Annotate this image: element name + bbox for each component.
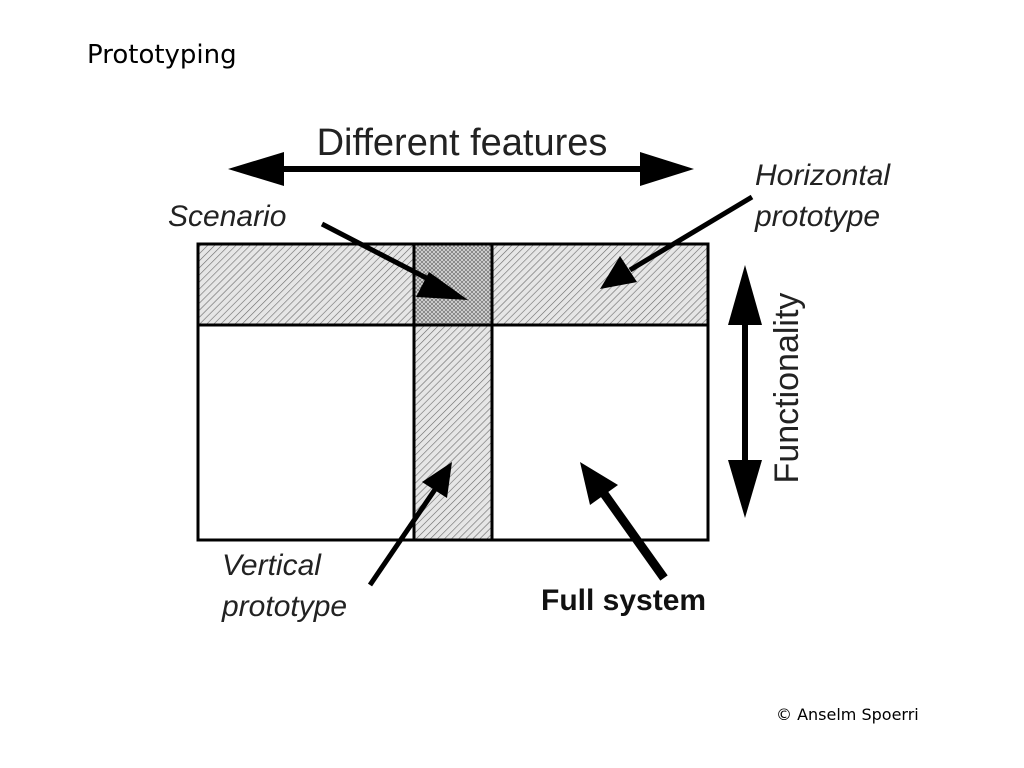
scenario-arrow: [320, 221, 468, 300]
vertical-prototype-label-line2: prototype: [221, 590, 347, 623]
slide-title: Prototyping: [87, 40, 237, 70]
functionality-double-arrow: [728, 265, 762, 518]
scenario-label: Scenario: [168, 200, 286, 233]
features-label: Different features: [317, 122, 608, 164]
horizontal-prototype-label-line2: prototype: [754, 200, 880, 233]
functionality-label: Functionality: [768, 293, 806, 484]
horizontal-prototype-band-left: [196, 242, 416, 327]
full-system-label: Full system: [541, 584, 706, 617]
copyright-notice: © Anselm Spoerri: [776, 705, 919, 724]
horizontal-prototype-arrow: [600, 194, 754, 289]
full-system-arrow: [580, 462, 668, 581]
vertical-prototype-label-line1: Vertical: [222, 549, 322, 582]
features-double-arrow: [228, 152, 694, 186]
horizontal-prototype-band-right: [490, 242, 710, 327]
vertical-prototype-band: [412, 323, 494, 542]
horizontal-prototype-label-line1: Horizontal: [755, 159, 891, 192]
vertical-prototype-arrow: [367, 462, 452, 587]
